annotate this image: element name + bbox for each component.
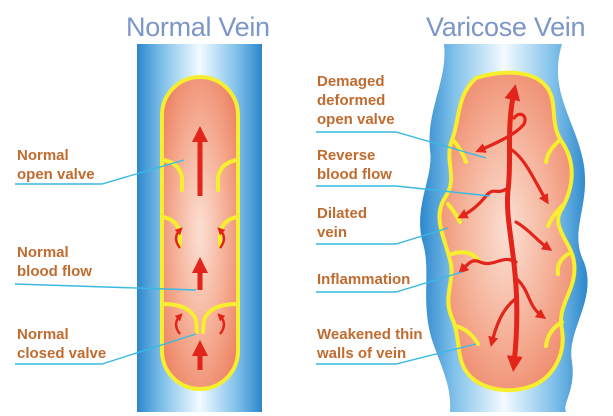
label-normal-closed-valve: Normal closed valve [17, 326, 107, 362]
label-inflammation: Inflammation [317, 271, 411, 288]
leader-line-weakened-walls [316, 343, 477, 365]
leader-line-blood-flow [14, 283, 197, 291]
normal-vein-arrows [174, 125, 226, 370]
varicose-vein-title: Varicose Vein [426, 12, 586, 42]
normal-vein-lumen [160, 75, 240, 391]
varicose-vein-valves [446, 138, 570, 348]
leader-lines [14, 131, 491, 365]
leader-line-damaged-valve [316, 131, 487, 159]
leader-line-dilated-vein [316, 227, 449, 245]
label-normal-open-valve: Normal open valve [17, 147, 95, 183]
varicose-vein [420, 44, 588, 412]
label-normal-blood-flow: Normal blood flow [17, 244, 92, 280]
leader-line-inflammation [316, 271, 463, 293]
label-damaged-valve: Demaged deformed open valve [317, 73, 395, 128]
leader-line-closed-valve [15, 333, 197, 365]
leader-line-open-valve [15, 159, 185, 185]
varicose-vein-arrows [457, 84, 553, 372]
varicose-vein-lumen [437, 70, 577, 393]
normal-vein-title: Normal Vein [126, 12, 270, 42]
label-reverse-blood-flow: Reverse blood flow [317, 147, 392, 183]
label-weakened-walls: Weakened thin walls of vein [317, 326, 423, 362]
leader-line-reverse-flow [316, 185, 491, 197]
label-dilated-vein: Dilated vein [317, 205, 368, 241]
normal-vein [137, 44, 262, 412]
